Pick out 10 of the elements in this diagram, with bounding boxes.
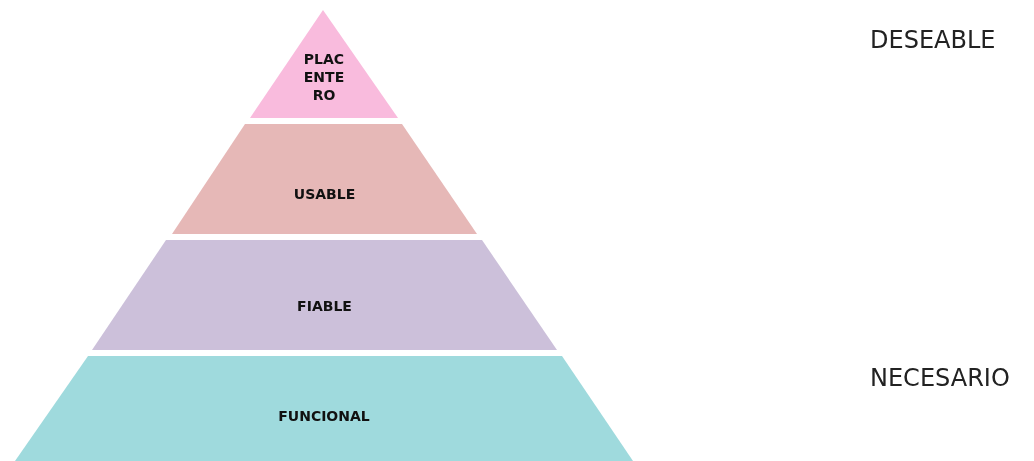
level-label: FIABLE: [296, 298, 353, 314]
level-label: FUNCIONAL: [277, 408, 371, 424]
pyramid-top-triangle: [250, 10, 398, 118]
pyramid-level-trapezoid: [15, 356, 633, 461]
level-label: USABLE: [292, 186, 357, 202]
level-label: PLACENTERO: [302, 50, 346, 104]
side-label: DESEABLE: [870, 26, 996, 54]
side-label: NECESARIO: [870, 364, 1010, 392]
pyramid-level-trapezoid: [92, 240, 557, 350]
pyramid-level-trapezoid: [172, 124, 477, 234]
